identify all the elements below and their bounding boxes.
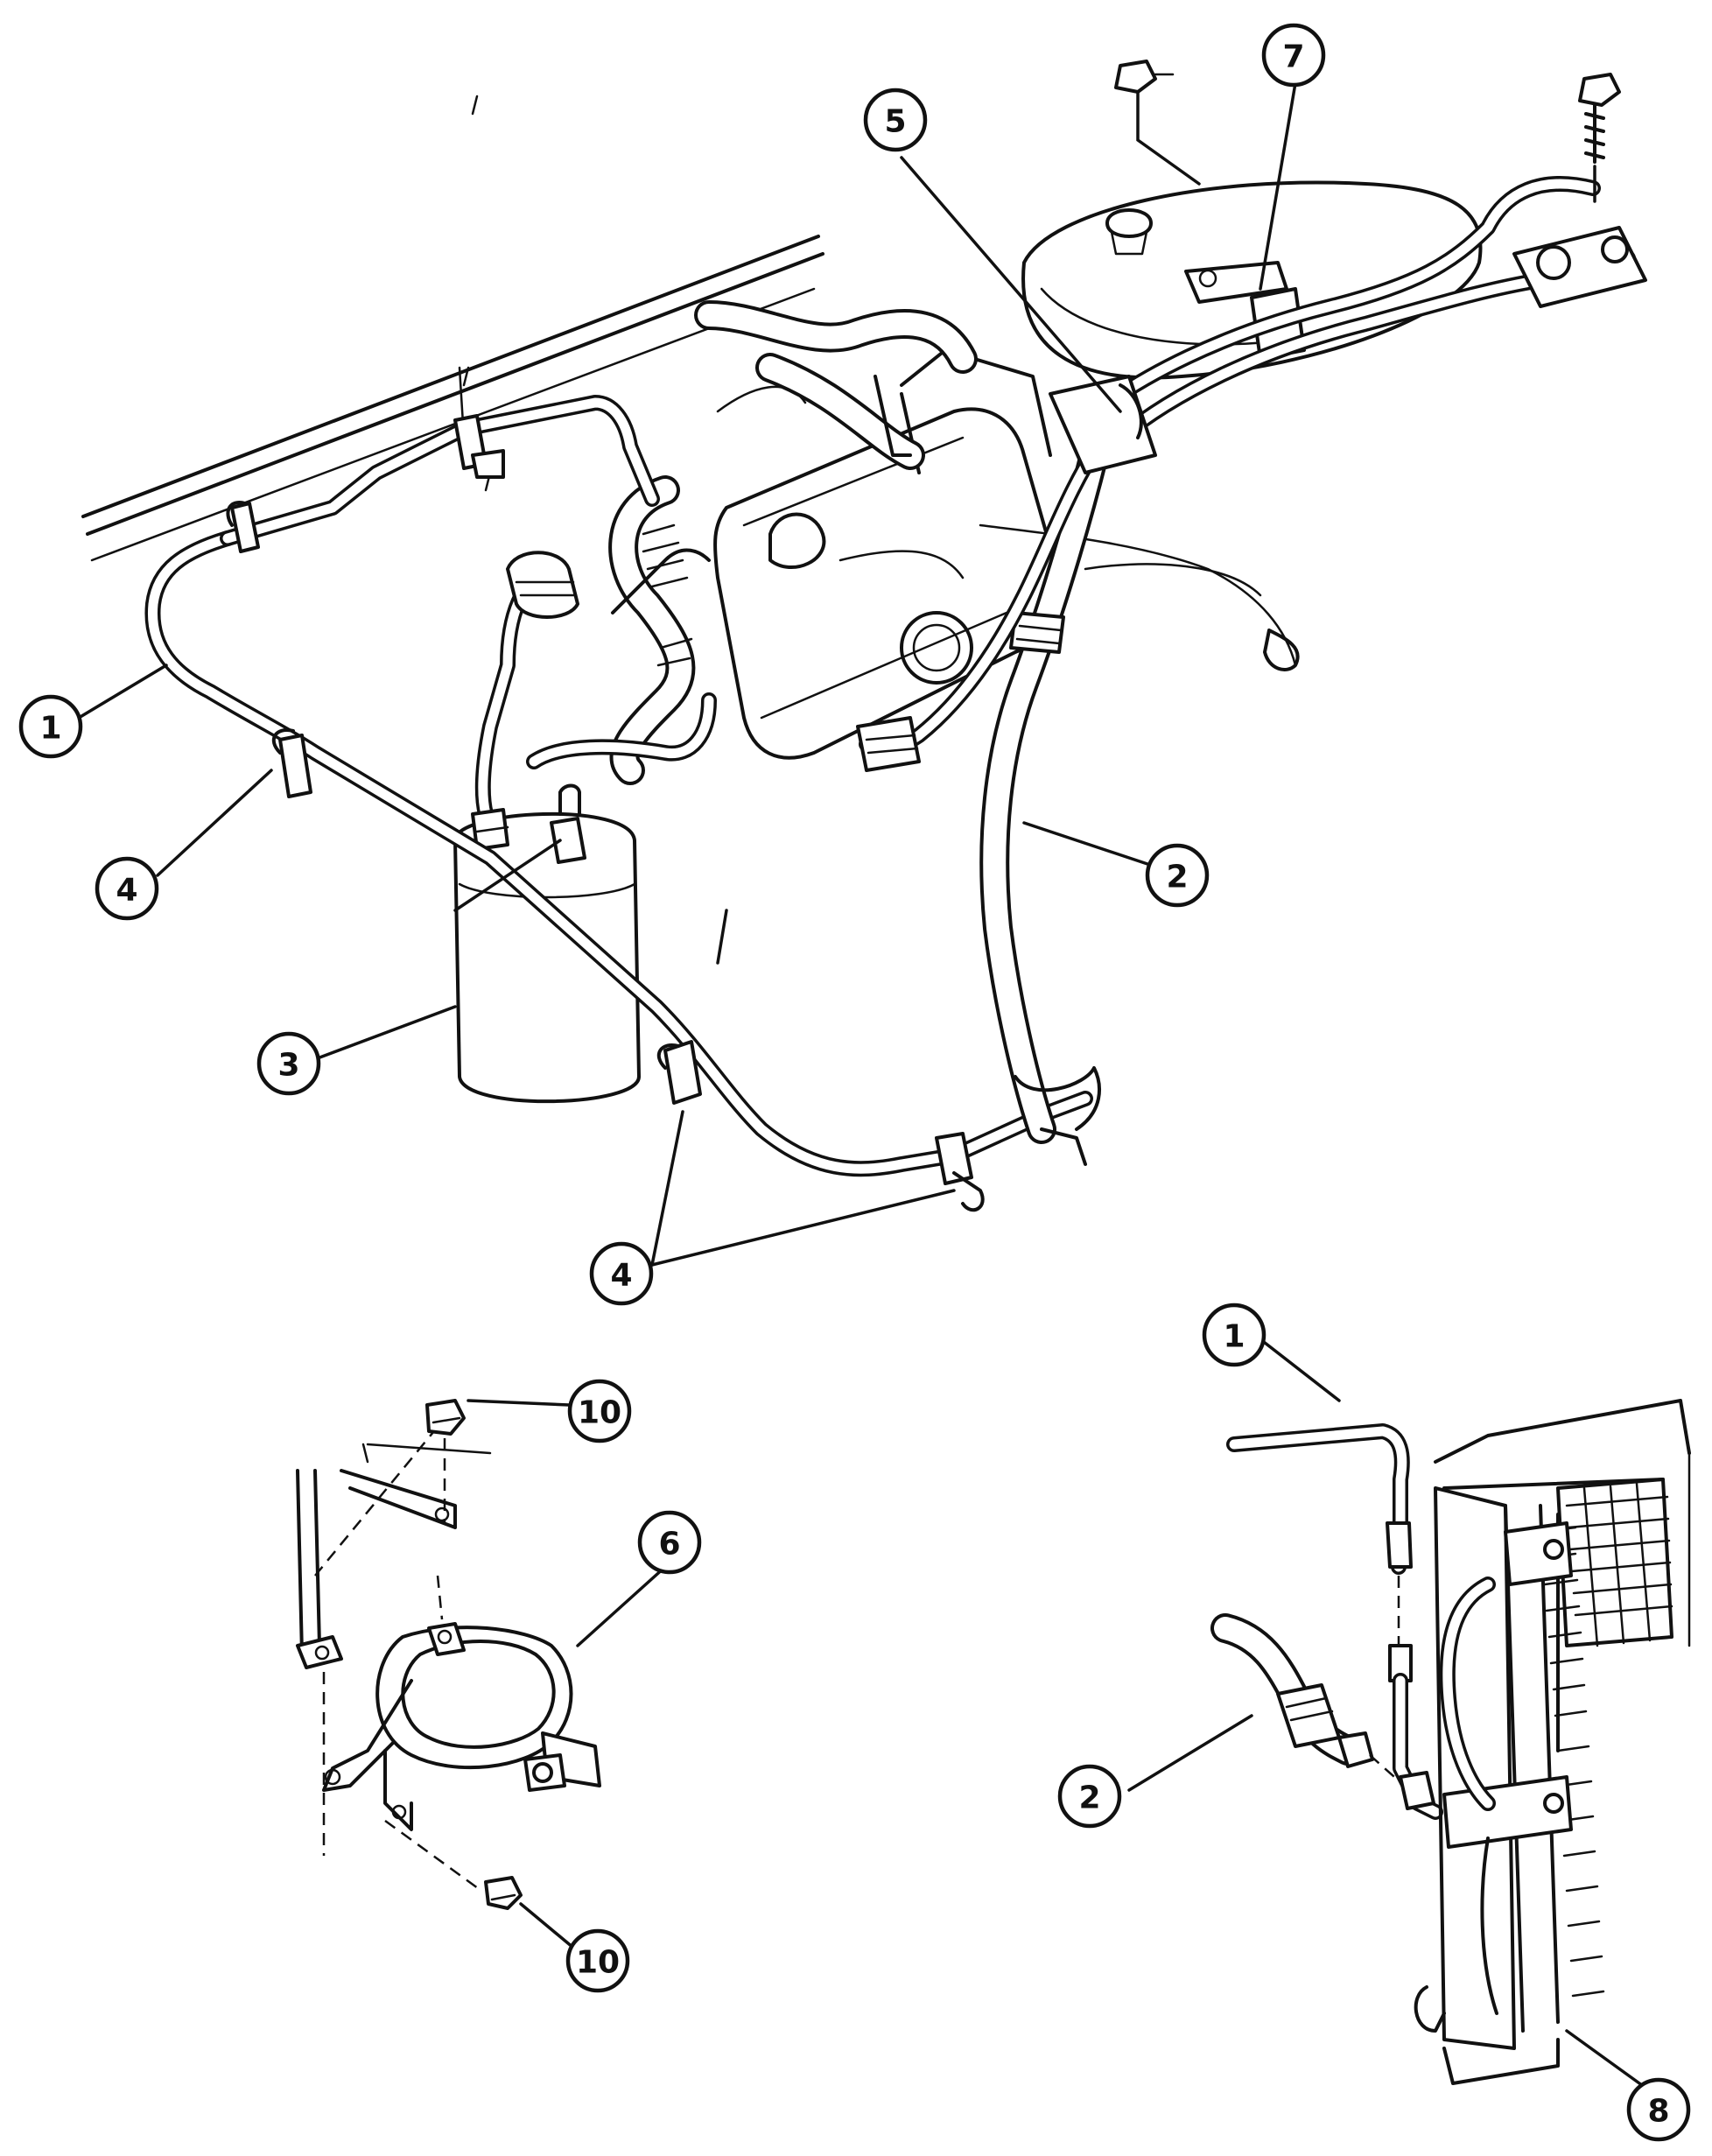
leader-lines — [77, 81, 1647, 2089]
callout-label: 7 — [1282, 39, 1304, 75]
condenser-detail-view — [1210, 1399, 1691, 2085]
callout-c7: 7 — [1261, 23, 1326, 88]
callout-label: 10 — [576, 1945, 620, 1981]
callout-c1a: 1 — [18, 694, 83, 759]
bolt-left — [1114, 60, 1201, 186]
suction-tube-upper — [1077, 176, 1636, 446]
callout-label: 10 — [578, 1395, 621, 1431]
callout-c1b: 1 — [1202, 1303, 1266, 1367]
callout-label: 3 — [277, 1048, 299, 1084]
callout-c5: 5 — [863, 88, 928, 152]
callout-label: 1 — [1223, 1319, 1245, 1355]
callout-c10a: 10 — [567, 1379, 632, 1443]
callout-label: 5 — [884, 104, 906, 140]
callout-label: 2 — [1078, 1780, 1100, 1816]
callout-label: 2 — [1166, 860, 1188, 895]
line-clips — [226, 414, 985, 1212]
callout-label: 6 — [658, 1527, 680, 1563]
callout-c10b: 10 — [565, 1928, 630, 1993]
compressor-suction-hose — [608, 475, 711, 785]
discharge-hose — [474, 551, 717, 822]
callout-label: 8 — [1647, 2094, 1669, 2130]
heater-hoses — [694, 300, 978, 470]
callout-label: 4 — [610, 1258, 632, 1294]
callout-c3: 3 — [256, 1031, 321, 1096]
callout-c2a: 2 — [1145, 843, 1210, 908]
callout-label: 4 — [116, 873, 137, 909]
hose-2 — [979, 440, 1109, 1166]
compressor — [713, 407, 1063, 760]
lower-radiator-hose — [1014, 1066, 1101, 1131]
callout-c8: 8 — [1626, 2077, 1691, 2142]
callout-c4b: 4 — [589, 1241, 654, 1306]
callout-c4a: 4 — [95, 856, 159, 921]
callout-c6: 6 — [637, 1510, 702, 1575]
callout-c2b: 2 — [1057, 1764, 1122, 1829]
engine-outline — [716, 348, 1300, 671]
hose-5 — [856, 375, 1157, 772]
bracket-detail-view — [296, 1399, 601, 1910]
main-engine-bay-view — [81, 60, 1647, 1212]
evaporator-fitting — [1512, 226, 1647, 308]
bolt-right — [1578, 73, 1621, 203]
accumulator — [453, 783, 641, 1104]
callout-label: 1 — [39, 711, 61, 747]
